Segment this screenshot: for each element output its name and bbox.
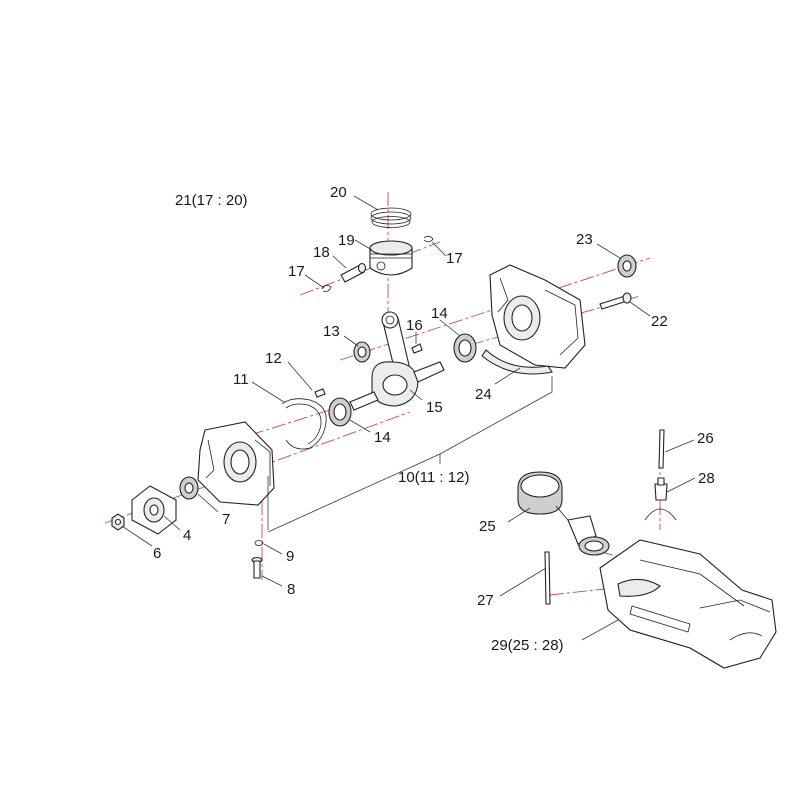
gasket: [281, 398, 327, 450]
label-26: 26: [697, 430, 714, 447]
label-28: 28: [698, 470, 715, 487]
label-22: 22: [651, 313, 668, 330]
piston-pin: [340, 262, 367, 283]
crankcase-left: [197, 421, 275, 506]
washer: [254, 540, 264, 546]
dowel-pin: [314, 388, 326, 398]
bearing-upper: [453, 333, 477, 363]
label-14-upper: 14: [431, 305, 448, 322]
label-23: 23: [576, 231, 593, 248]
bolt: [251, 556, 263, 579]
label-11: 11: [233, 371, 249, 388]
label-13: 13: [323, 323, 340, 340]
piston-rings: [370, 207, 412, 228]
label-17-left: 17: [288, 263, 305, 280]
label-14-lower: 14: [374, 429, 391, 446]
circlip-right: [423, 235, 434, 243]
fuel-cap: [517, 471, 597, 545]
woodruff-key: [411, 343, 423, 354]
piston: [369, 240, 413, 276]
breather-tube: [544, 551, 551, 605]
label-25: 25: [479, 518, 496, 535]
circlip-left: [321, 285, 332, 292]
oil-seal-right: [617, 254, 637, 278]
label-19: 19: [338, 232, 355, 249]
label-20: 20: [330, 184, 347, 201]
label-29: 29(25 : 28): [491, 637, 564, 654]
label-24: 24: [475, 386, 492, 403]
callout-labels: 21(17 : 20) 20 19 18 17 17 16 13 14 15 1…: [153, 184, 715, 654]
label-12: 12: [265, 350, 282, 367]
nut: [111, 513, 125, 531]
fuel-tank-neck: [578, 536, 610, 556]
label-7: 7: [222, 511, 230, 528]
crankcase-right: [481, 264, 586, 375]
needle-bearing: [353, 341, 371, 363]
cover-plate: [131, 485, 177, 535]
crankshaft: [349, 311, 445, 411]
bearing-lower: [328, 397, 352, 427]
oil-seal-left: [179, 476, 199, 500]
label-18: 18: [313, 244, 330, 261]
label-8: 8: [287, 581, 295, 598]
label-16: 16: [406, 317, 423, 334]
label-10: 10(11 : 12): [398, 469, 469, 486]
label-17-right: 17: [446, 250, 463, 267]
label-6: 6: [153, 545, 161, 562]
fuel-tank: [599, 539, 777, 669]
label-27: 27: [477, 592, 494, 609]
leader-lines: [121, 195, 696, 641]
label-15: 15: [426, 399, 443, 416]
fuel-hose: [658, 429, 665, 469]
label-9: 9: [286, 548, 294, 565]
screw-right: [599, 292, 632, 310]
fuel-filter: [644, 477, 677, 521]
label-21: 21(17 : 20): [175, 192, 248, 209]
label-4: 4: [183, 527, 191, 544]
